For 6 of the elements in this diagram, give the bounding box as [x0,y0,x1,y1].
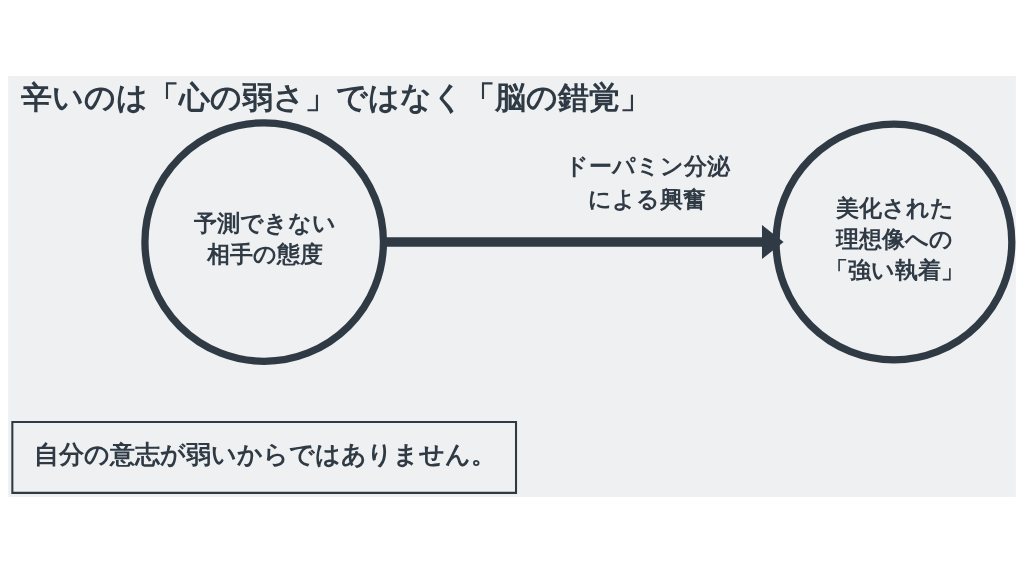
node-circle: 予測できない相手の態度 [141,118,388,365]
node-box: 自分の意志が弱いからではありません。 [11,420,518,494]
arrow [383,224,784,259]
diagram-title: 辛いのは「心の弱さ」ではなく「脳の錯覚」 [20,78,651,115]
node-circle: 美化された理想像への「強い執着」 [772,120,1016,364]
edge-label: ドーパミン分泌による興奮 [564,152,730,212]
